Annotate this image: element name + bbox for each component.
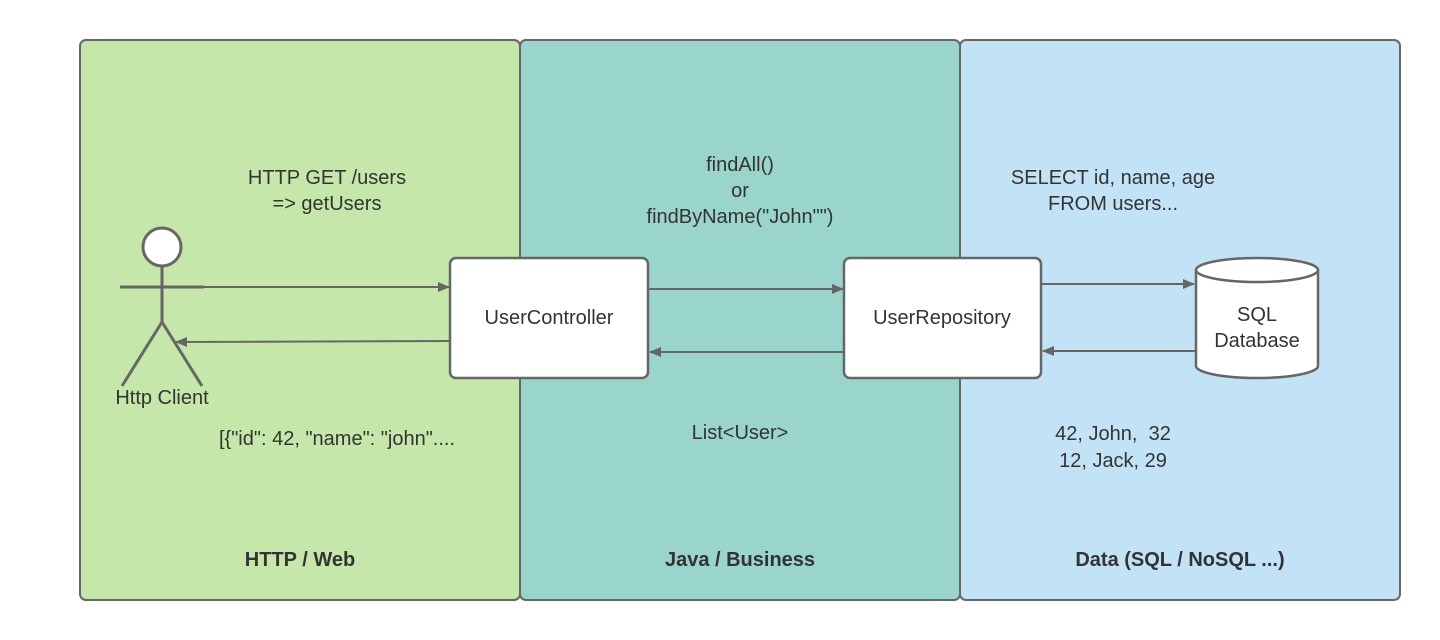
database-label-line2: Database [1214,330,1300,352]
rows-label-line2: 12, Jack, 29 [1059,450,1167,472]
user-controller-label: UserController [485,307,614,329]
request-label-line1: HTTP GET /users [248,167,406,189]
user-repository-label: UserRepository [873,307,1011,329]
call-label-line1: findAll() [706,154,774,176]
actor-right-leg [160,321,204,387]
database-label-line1: SQL [1237,304,1277,326]
http-client-actor: Http Client [115,226,209,409]
database-top [1194,256,1320,284]
user-repository-box-shape [842,256,1043,380]
actor-head [141,226,183,268]
sql-database-cylinder: SQL Database [1194,256,1320,380]
rows-label-line1: 42, John, 32 [1055,423,1171,445]
lane-http-web-title: HTTP / Web [245,549,355,571]
user-controller-box-shape [448,256,650,380]
query-label-line2: FROM users... [1048,193,1178,215]
request-label-line2: => getUsers [273,193,382,215]
arrows [175,279,1195,357]
query-label-line1: SELECT id, name, age [1011,167,1215,189]
actor-label: Http Client [115,387,209,409]
actor-left-leg [120,321,164,387]
call-label-line2: or [731,180,749,202]
arrow-controller-to-client [175,336,451,347]
database-body [1194,270,1320,380]
lane-data-title: Data (SQL / NoSQL ...) [1075,549,1284,571]
lane-java-business-title: Java / Business [665,549,815,571]
message-labels: HTTP GET /users => getUsers [{"id": 42, … [219,154,1215,472]
call-label-line3: findByName("John"") [647,206,834,228]
user-controller-box: UserController [448,256,650,380]
call-return-label: List<User> [692,422,789,444]
user-repository-box: UserRepository [842,256,1043,380]
response-label: [{"id": 42, "name": "john".... [219,428,455,450]
